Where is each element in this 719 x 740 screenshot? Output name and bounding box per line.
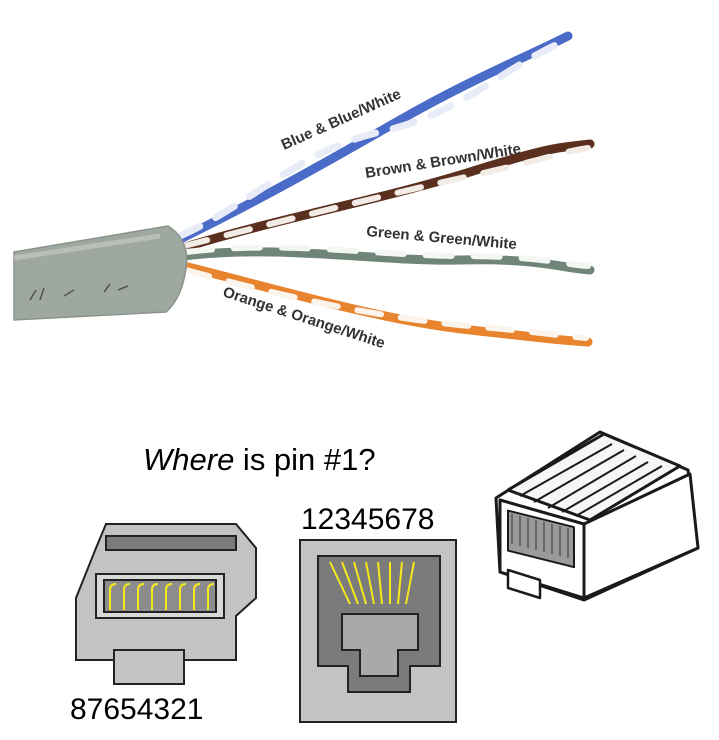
plug-latch-tab [114, 650, 184, 684]
question-emphasis: Where [143, 442, 234, 477]
plug-pin-order: 87654321 [70, 693, 203, 726]
cable-jacket [14, 226, 187, 320]
question-title: Where is pin #1? [143, 442, 376, 477]
plug-3d-view [496, 432, 698, 600]
jack-pin-order: 12345678 [301, 503, 434, 536]
jack-front-view [300, 540, 456, 722]
cable-photo: Blue & Blue/White Brown & Brown/White Gr… [14, 36, 590, 352]
wire-blue [178, 36, 568, 240]
pair-label-blue: Blue & Blue/White [279, 86, 404, 154]
plug-top-strip [106, 536, 236, 550]
pair-label-green: Green & Green/White [366, 223, 518, 253]
question-rest: is pin #1? [234, 442, 375, 477]
plug-front-view [76, 524, 256, 684]
